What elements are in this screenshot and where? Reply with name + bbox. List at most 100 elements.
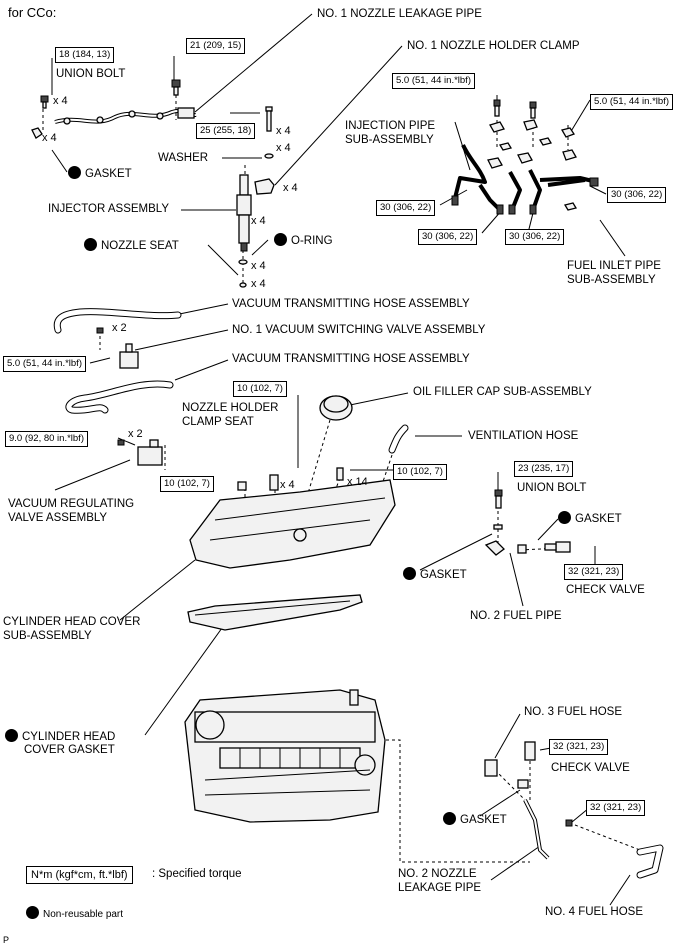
vsv-assembly (96, 327, 139, 369)
check-valve-mid (544, 541, 571, 553)
check-valve-bot (524, 741, 536, 761)
label-cyl-head-gasket-1: CYLINDER HEAD (5, 729, 115, 744)
injection-pipe-clamps (487, 99, 578, 211)
label-vacuum-hose-1: VACUUM TRANSMITTING HOSE ASSEMBLY (232, 298, 470, 310)
cylinder-head-cover-gasket (187, 594, 363, 631)
quantity-multiplier: x 4 (53, 95, 68, 107)
label-union-bolt-mid: UNION BOLT (517, 482, 587, 494)
nonreusable-icon (403, 567, 416, 580)
legend-nonreusable: Non-reusable part (26, 906, 123, 921)
no2-nozzle-leakage-pipe (517, 779, 573, 860)
label-union-bolt-top: UNION BOLT (56, 68, 126, 80)
label-gasket-top: GASKET (68, 166, 132, 181)
nozzle-seat-text: NOZZLE SEAT (101, 240, 179, 252)
nonreusable-icon (443, 812, 456, 825)
quantity-multiplier: x 4 (42, 132, 57, 144)
torque-box: 5.0 (51, 44 in.*lbf) (392, 73, 475, 89)
vacuum-regulating-valve (117, 439, 163, 466)
torque-box: 25 (255, 18) (196, 123, 256, 139)
label-washer: WASHER (158, 152, 209, 164)
label-fuel-inlet-pipe-1: FUEL INLET PIPE (567, 260, 661, 272)
label-nozzle-clamp-seat-2: CLAMP SEAT (182, 416, 254, 428)
label-no2-nozzle-leak-1: NO. 2 NOZZLE (398, 868, 477, 880)
quantity-multiplier: x 4 (251, 215, 266, 227)
label-ventilation-hose: VENTILATION HOSE (468, 430, 579, 442)
quantity-multiplier: x 4 (276, 142, 291, 154)
label-check-valve-mid: CHECK VALVE (566, 584, 645, 596)
injection-pipes (451, 144, 599, 215)
gasket-text: GASKET (420, 569, 467, 581)
torque-box: 10 (102, 7) (393, 464, 447, 480)
label-injector-assembly: INJECTOR ASSEMBLY (48, 203, 169, 215)
header-title: for CCo: (8, 5, 57, 20)
label-cyl-head-gasket-2: COVER GASKET (24, 744, 115, 756)
quantity-multiplier: x 4 (251, 278, 266, 290)
torque-box: 5.0 (51, 44 in.*lbf) (590, 94, 673, 110)
nonreusable-icon (68, 166, 81, 179)
injector-assembly (236, 174, 275, 288)
label-no2-fuel-pipe: NO. 2 FUEL PIPE (470, 610, 562, 622)
no4-fuel-hose (636, 844, 664, 879)
no3-fuel-hose (484, 759, 498, 777)
label-no3-fuel-hose: NO. 3 FUEL HOSE (524, 706, 622, 718)
torque-box: 30 (306, 22) (376, 200, 436, 216)
label-check-valve-bot: CHECK VALVE (551, 762, 630, 774)
torque-box: 30 (306, 22) (418, 229, 478, 245)
gasket-text: GASKET (460, 814, 507, 826)
torque-box: 30 (306, 22) (505, 229, 565, 245)
oil-filler-cap (319, 395, 353, 421)
label-nozzle-clamp-seat-1: NOZZLE HOLDER (182, 402, 279, 414)
quantity-multiplier: x 2 (128, 428, 143, 440)
vacuum-transmitting-hose-2 (65, 380, 174, 414)
footer-code: P (3, 935, 10, 945)
quantity-multiplier: x 14 (347, 476, 368, 488)
label-fuel-inlet-pipe-2: SUB-ASSEMBLY (567, 274, 656, 286)
nonreusable-icon (5, 729, 18, 742)
torque-box: 21 (209, 15) (186, 38, 246, 54)
legend-torque-box: N*m (kgf*cm, ft.*lbf) (26, 866, 133, 884)
no2-fuel-pipe (484, 540, 527, 556)
label-vacuum-reg-1: VACUUM REGULATING (8, 498, 135, 510)
label-cyl-head-cover-1: CYLINDER HEAD COVER (3, 616, 141, 628)
torque-box: 23 (235, 17) (514, 461, 574, 477)
label-no4-fuel-hose: NO. 4 FUEL HOSE (545, 906, 643, 918)
quantity-multiplier: x 4 (283, 182, 298, 194)
vacuum-transmitting-hose-1 (53, 308, 182, 334)
torque-box: 30 (306, 22) (607, 187, 667, 203)
legend-torque-text: : Specified torque (152, 868, 242, 880)
label-cyl-head-cover-2: SUB-ASSEMBLY (3, 630, 92, 642)
label-injection-pipe-1: INJECTION PIPE (345, 120, 436, 132)
label-no2-nozzle-leak-2: LEAKAGE PIPE (398, 882, 482, 894)
torque-box: 32 (321, 23) (549, 739, 609, 755)
nonreusable-icon (84, 238, 97, 251)
label-no1-vsv: NO. 1 VACUUM SWITCHING VALVE ASSEMBLY (232, 324, 486, 336)
no1-nozzle-leakage-pipe (54, 107, 197, 125)
nonreusable-icon (558, 511, 571, 524)
label-o-ring: O-RING (274, 233, 333, 248)
torque-box: 10 (102, 7) (160, 476, 214, 492)
torque-box: 5.0 (51, 44 in.*lbf) (3, 356, 86, 372)
torque-box: 32 (321, 23) (564, 564, 624, 580)
quantity-multiplier: x 2 (112, 322, 127, 334)
leader-lines (51, 13, 631, 906)
label-vacuum-hose-2: VACUUM TRANSMITTING HOSE ASSEMBLY (232, 353, 470, 365)
label-oil-filler-cap: OIL FILLER CAP SUB-ASSEMBLY (413, 386, 592, 398)
quantity-multiplier: x 4 (280, 479, 295, 491)
label-injection-pipe-2: SUB-ASSEMBLY (345, 134, 434, 146)
torque-box: 9.0 (92, 80 in.*lbf) (5, 431, 88, 447)
gasket-text: GASKET (85, 168, 132, 180)
union-bolt-mid (493, 489, 503, 530)
engine-block (184, 689, 386, 823)
torque-box: 32 (321, 23) (586, 800, 646, 816)
label-no1-nozzle-holder-clamp: NO. 1 NOZZLE HOLDER CLAMP (407, 40, 580, 52)
label-gasket-mid-left: GASKET (403, 567, 467, 582)
cyl-head-gasket-text: CYLINDER HEAD (22, 731, 116, 743)
label-vacuum-reg-2: VALVE ASSEMBLY (8, 512, 108, 524)
nonreusable-icon (26, 906, 39, 919)
o-ring-text: O-RING (291, 235, 333, 247)
torque-box: 10 (102, 7) (233, 381, 287, 397)
gasket-text: GASKET (575, 513, 622, 525)
torque-box: 18 (184, 13) (55, 47, 115, 63)
